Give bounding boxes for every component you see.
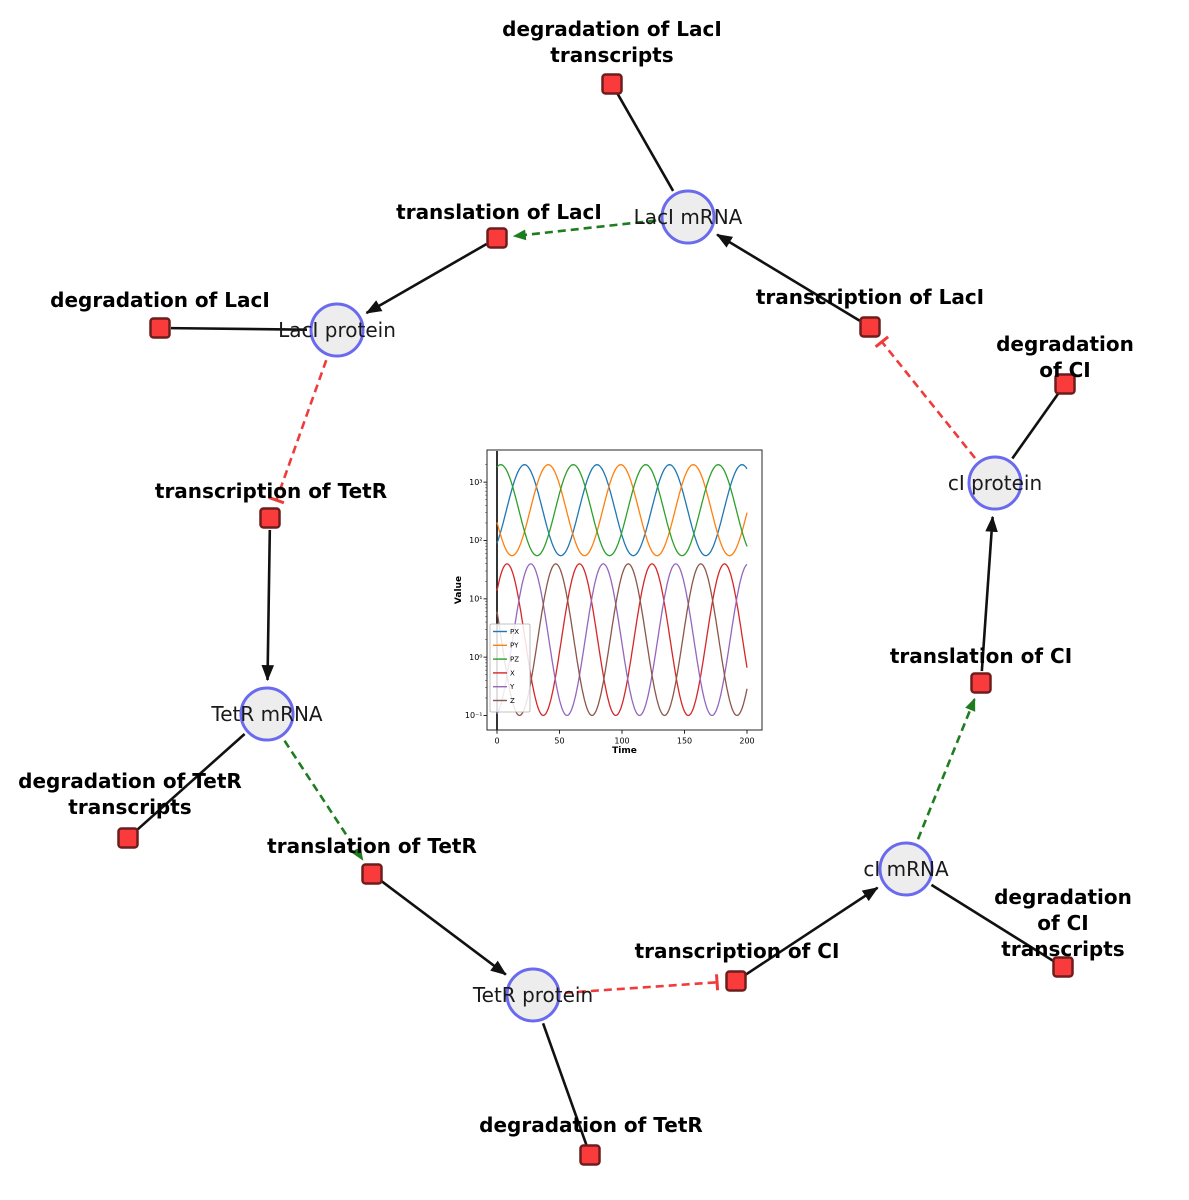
x-tick-label: 50: [554, 737, 564, 746]
species-node-ci-mrna[interactable]: [878, 841, 934, 897]
edge-production-translation-of-laci--laci-protein: [365, 242, 488, 315]
edge-production-transcription-of-tetr--tetr-mrna: [261, 529, 275, 682]
reaction-node-degradation-of-tetr[interactable]: [579, 1144, 601, 1166]
y-axis-label: Value: [454, 576, 464, 604]
x-tick-label: 0: [494, 737, 499, 746]
series-Y: [496, 563, 748, 717]
x-tick-label: 150: [677, 737, 692, 746]
legend-label-PY: PY: [510, 642, 519, 650]
edge-consumption-laci-mrna--degradation-of-laci-transcripts: [616, 92, 675, 192]
chart-plot-box: [486, 449, 763, 731]
species-node-tetr-protein[interactable]: [505, 967, 561, 1023]
reaction-node-transcription-of-tetr[interactable]: [259, 507, 281, 529]
edge-production-transcription-of-laci--laci-mrna: [716, 233, 861, 322]
series-PX: [496, 464, 748, 557]
edge-production-translation-of-ci--ci-protein: [980, 515, 998, 672]
edge-consumption-ci-protein--degradation-of-ci: [1011, 392, 1060, 460]
y-tick-label: 10³: [469, 478, 482, 487]
edge-consumption-tetr-protein--degradation-of-tetr: [541, 1022, 588, 1146]
legend-label-PZ: PZ: [510, 656, 519, 664]
reaction-node-translation-of-laci[interactable]: [486, 227, 508, 249]
y-tick-label: 10¹: [469, 594, 482, 603]
series-X: [496, 563, 748, 717]
reaction-node-translation-of-tetr[interactable]: [361, 863, 383, 885]
edge-inhibition-tetr-protein--transcription-of-ci: [564, 974, 720, 995]
y-tick-label: 10⁻¹: [465, 711, 483, 720]
series-PY: [496, 464, 748, 557]
edge-inhibition-ci-protein--transcription-of-laci: [874, 335, 977, 459]
series-PZ: [496, 464, 748, 557]
edge-modifier-laci-mrna--translation-of-laci: [512, 219, 657, 241]
edge-production-transcription-of-ci--ci-mrna: [745, 886, 879, 976]
edge-consumption-tetr-mrna--degradation-of-tetr-transcripts: [135, 733, 246, 832]
x-tick-label: 100: [614, 737, 629, 746]
reaction-node-translation-of-ci[interactable]: [970, 672, 992, 694]
reaction-node-degradation-of-ci[interactable]: [1054, 373, 1076, 395]
edge-modifier-tetr-mrna--translation-of-tetr: [283, 740, 364, 861]
edge-inhibition-laci-protein--transcription-of-tetr: [268, 359, 328, 505]
species-node-laci-mrna[interactable]: [660, 189, 716, 245]
edge-modifier-ci-mrna--translation-of-ci: [916, 697, 976, 840]
y-tick-label: 10²: [469, 536, 482, 545]
reaction-node-degradation-of-tetr-transcripts[interactable]: [117, 827, 139, 849]
x-axis-label: Time: [612, 746, 637, 756]
legend-label-Z: Z: [510, 697, 515, 705]
legend-label-X: X: [510, 669, 515, 677]
species-node-laci-protein[interactable]: [309, 302, 365, 358]
reaction-node-degradation-of-laci-transcripts[interactable]: [601, 73, 623, 95]
edge-consumption-ci-mrna--degradation-of-ci-transcripts: [930, 883, 1055, 963]
species-node-tetr-mrna[interactable]: [239, 686, 295, 742]
edge-production-translation-of-tetr--tetr-protein: [380, 880, 507, 976]
legend-label-PX: PX: [510, 628, 519, 636]
reaction-node-transcription-of-ci[interactable]: [725, 970, 747, 992]
simulation-chart: 10⁻¹ 10⁰ 10¹ 10² 10³ 0 50 100 150 200 PX PY PZ XYZ Tim…: [454, 449, 763, 756]
species-node-ci-protein[interactable]: [967, 455, 1023, 511]
edge-consumption-laci-protein--degradation-of-laci: [170, 326, 308, 331]
reaction-node-degradation-of-laci[interactable]: [149, 317, 171, 339]
reaction-node-transcription-of-laci[interactable]: [859, 316, 881, 338]
series-Z: [496, 563, 748, 717]
reaction-node-degradation-of-ci-transcripts[interactable]: [1052, 956, 1074, 978]
x-tick-label: 200: [739, 737, 754, 746]
y-tick-label: 10⁰: [469, 653, 482, 662]
legend-label-Y: Y: [509, 683, 515, 691]
